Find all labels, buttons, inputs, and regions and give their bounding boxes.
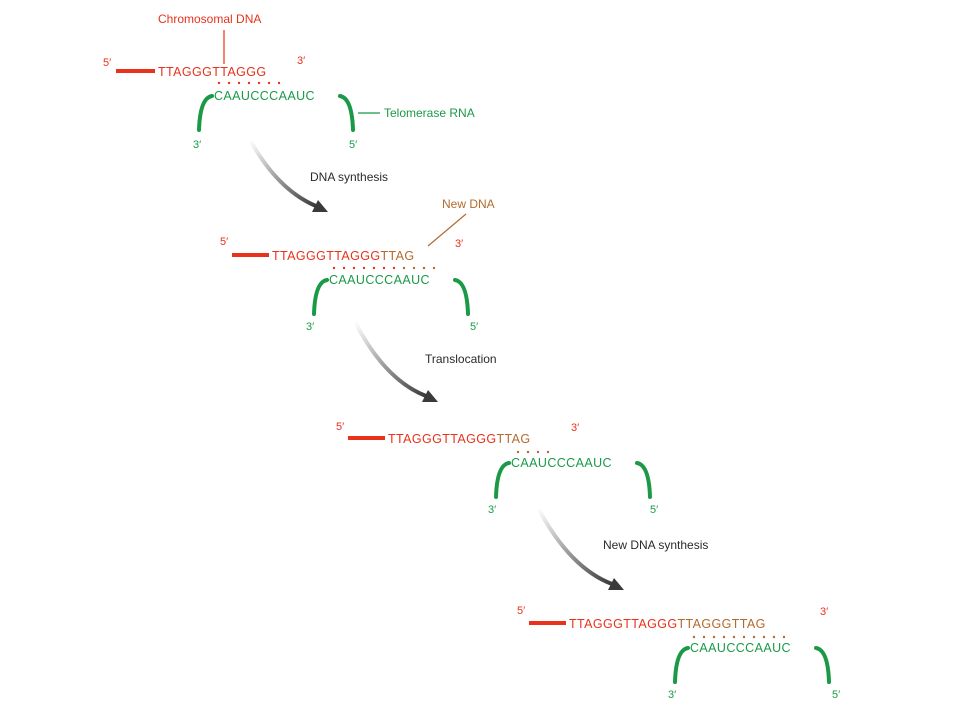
svg-text:TTAGGGTTAGGGTTAG: TTAGGGTTAGGGTTAG — [272, 249, 415, 263]
dna-new-sequence: TTAG — [497, 432, 531, 446]
stage-4: 5′ TTAGGGTTAGGGTTAGGGTTAG 3′ CAAUCCCAAUC… — [517, 605, 840, 701]
five-prime-label: 5′ — [832, 689, 840, 701]
telomerase-arc-left — [197, 94, 214, 132]
dna-original-sequence: TTAGGGTTAGGG — [272, 249, 381, 263]
dna-new-sequence: TTAGGGTTAG — [678, 617, 766, 631]
svg-text:TTAGGGTTAGGGTTAGGGTTAG: TTAGGGTTAGGGTTAGGGTTAG — [569, 617, 766, 631]
stage-1: Chromosomal DNA 5′ TTAGGGTTAGGG 3′ CAAUC… — [103, 12, 475, 151]
telomerase-arc-left — [673, 646, 690, 684]
dna-sequence: TTAGGGTTAGGG — [158, 65, 267, 79]
telomerase-arc-right — [453, 278, 470, 316]
translocation-label: Translocation — [425, 352, 497, 366]
base-pair-dots — [516, 450, 550, 454]
telomerase-arc-right — [338, 94, 355, 132]
base-pair-dots — [692, 635, 786, 639]
base-pair-dots — [332, 266, 436, 270]
telomerase-arc-right — [635, 461, 652, 499]
rna-template-sequence: CAAUCCCAAUC — [214, 89, 315, 103]
five-prime-label: 5′ — [220, 236, 228, 248]
new-dna-label: New DNA — [442, 197, 495, 211]
three-prime-label: 3′ — [193, 139, 201, 151]
three-prime-label: 3′ — [571, 422, 579, 434]
new-dna-pointer — [427, 213, 467, 247]
rna-template-sequence: CAAUCCCAAUC — [690, 641, 791, 655]
three-prime-label: 3′ — [455, 238, 463, 250]
rna-template-sequence: CAAUCCCAAUC — [329, 273, 430, 287]
dna-original-sequence: TTAGGGTTAGGG — [388, 432, 497, 446]
telomerase-rna-label: Telomerase RNA — [384, 106, 475, 120]
five-prime-label: 5′ — [650, 504, 658, 516]
three-prime-label: 3′ — [820, 606, 828, 618]
step-arrow-2 — [353, 320, 438, 402]
dna-new-sequence: TTAG — [381, 249, 415, 263]
telomerase-arc-left — [312, 278, 329, 316]
stage-2: New DNA 5′ TTAGGGTTAGGGTTAG 3′ CAAUCCCAA… — [220, 197, 495, 333]
base-pair-dots — [217, 81, 281, 85]
step-arrow-1 — [248, 138, 328, 212]
dna-synthesis-label: DNA synthesis — [310, 170, 388, 184]
step-arrow-3 — [536, 506, 624, 590]
five-prime-label: 5′ — [517, 605, 525, 617]
three-prime-label: 3′ — [488, 504, 496, 516]
telomerase-arc-right — [814, 646, 831, 684]
dna-original-sequence: TTAGGGTTAGGG — [569, 617, 678, 631]
stage-3: 5′ TTAGGGTTAGGGTTAG 3′ CAAUCCCAAUC 3′ 5′ — [336, 421, 658, 516]
new-dna-synthesis-label: New DNA synthesis — [603, 538, 708, 552]
three-prime-label: 3′ — [668, 689, 676, 701]
five-prime-label: 5′ — [336, 421, 344, 433]
five-prime-label: 5′ — [470, 321, 478, 333]
five-prime-label: 5′ — [349, 139, 357, 151]
three-prime-label: 3′ — [297, 55, 305, 67]
rna-template-sequence: CAAUCCCAAUC — [511, 456, 612, 470]
three-prime-label: 3′ — [306, 321, 314, 333]
chromosomal-dna-label: Chromosomal DNA — [158, 12, 261, 26]
svg-text:TTAGGGTTAGGGTTAG: TTAGGGTTAGGGTTAG — [388, 432, 531, 446]
telomerase-arc-left — [494, 461, 511, 499]
dna-sequence-extended: TTAGGGTTAGGGTTAG — [272, 249, 415, 263]
five-prime-label: 5′ — [103, 57, 111, 69]
